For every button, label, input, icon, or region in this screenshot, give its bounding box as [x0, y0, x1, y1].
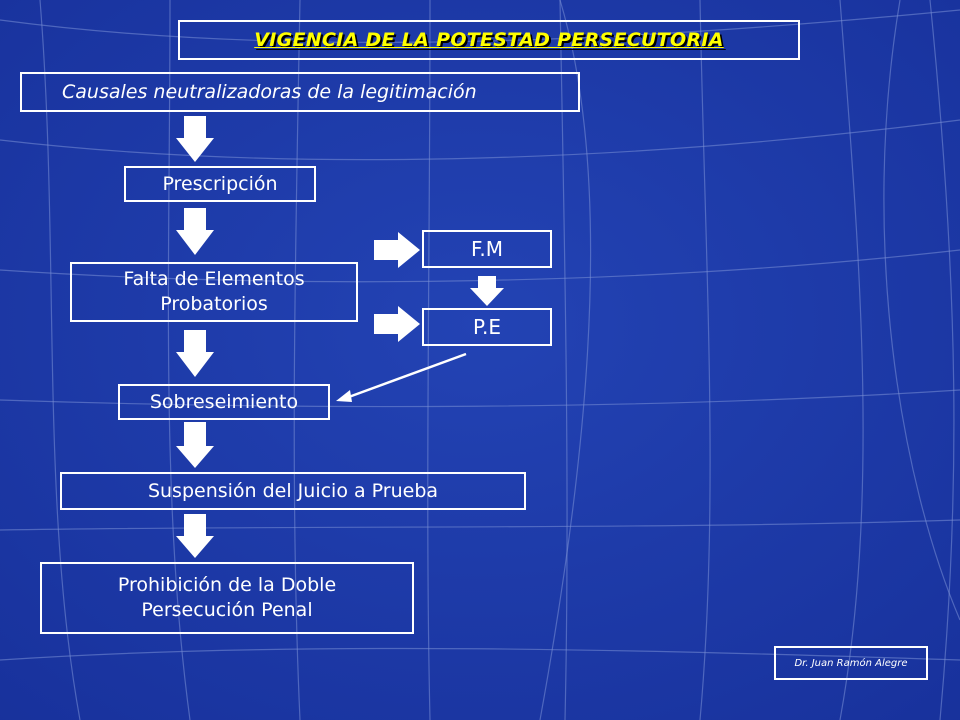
- node-prescripcion: Prescripción: [124, 166, 316, 202]
- slide-title: VIGENCIA DE LA POTESTAD PERSECUTORIA: [178, 20, 800, 60]
- node-suspension: Suspensión del Juicio a Prueba: [60, 472, 526, 510]
- node-falta-elementos: Falta de Elementos Probatorios: [70, 262, 358, 322]
- node-prohibicion-line1: Prohibición de la Doble: [117, 574, 337, 596]
- node-sobreseimiento: Sobreseimiento: [118, 384, 330, 420]
- node-pe: P.E: [422, 308, 552, 346]
- node-falta-line1: Falta de Elementos: [123, 268, 305, 290]
- node-prohibicion-line2: Persecución Penal: [141, 599, 313, 621]
- slide-subtitle: Causales neutralizadoras de la legitimac…: [20, 72, 580, 112]
- node-prohibicion: Prohibición de la Doble Persecución Pena…: [40, 562, 414, 634]
- node-fm: F.M: [422, 230, 552, 268]
- author-credit: Dr. Juan Ramón Alegre: [774, 646, 928, 680]
- node-falta-line2: Probatorios: [160, 293, 268, 315]
